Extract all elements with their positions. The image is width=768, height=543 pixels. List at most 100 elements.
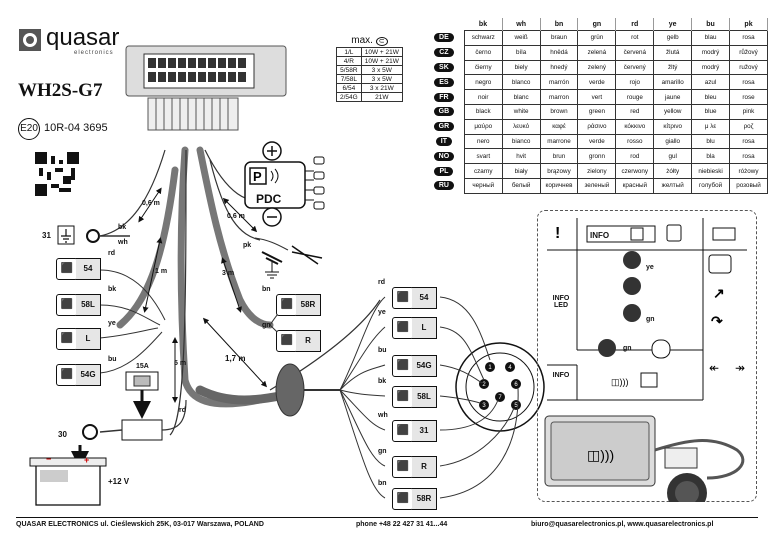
lamp-code: 54G	[76, 364, 101, 386]
distance-label: 0,6 m	[142, 200, 160, 207]
language-badge: SK	[434, 62, 454, 72]
grommet	[275, 363, 305, 417]
color-code-header: wh	[502, 18, 541, 31]
wire-color: bn	[262, 286, 271, 293]
language-badge: GR	[433, 122, 455, 132]
lamp-icon: ⬛	[56, 294, 78, 316]
wire-color: gn	[262, 322, 271, 329]
language-badge: GB	[433, 107, 455, 117]
color-code-header: pk	[729, 18, 768, 31]
table-cell: красный	[615, 177, 655, 194]
lamp-code: 58R	[412, 488, 437, 510]
brand-name: quasar	[46, 24, 120, 51]
battery: − +	[29, 445, 107, 506]
wire-color: bn	[378, 480, 387, 487]
svg-text:◫))): ◫)))	[611, 377, 629, 387]
approval-number: 10R-04 3695	[44, 122, 108, 134]
language-badge: NO	[433, 151, 455, 161]
lamp-code: 54	[412, 287, 437, 309]
wire-color: wh	[378, 412, 388, 419]
svg-text:↞: ↞	[709, 361, 719, 375]
color-code-header: bu	[691, 18, 731, 31]
svg-text:2: 2	[482, 382, 486, 388]
table-cell: коричнев	[539, 177, 579, 194]
pdc-label: PDC	[256, 192, 282, 206]
info-panel	[537, 210, 757, 502]
table-cell: čierny	[463, 59, 503, 76]
ground-connection	[57, 225, 130, 245]
lamp-icon: ⬛	[392, 355, 414, 377]
table-cell: зеленый	[577, 177, 617, 194]
wire-label: rd	[179, 407, 186, 414]
svg-text:1: 1	[488, 365, 492, 371]
wire-color: rd	[108, 250, 115, 257]
brand-sub: electronics	[74, 50, 114, 56]
qr-code-icon	[35, 152, 79, 196]
bulb-icon: ⊂	[375, 36, 388, 46]
wire-color: gn	[378, 448, 387, 455]
table-cell: белый	[501, 177, 541, 194]
lamp-code: 58L	[76, 294, 101, 316]
lamp-code: 54	[76, 258, 101, 280]
lamp-code: L	[412, 317, 437, 339]
lamp-icon: ⬛	[392, 488, 414, 510]
approval-mark: E20 10R-04 3695	[18, 118, 108, 140]
lamp-code: R	[296, 330, 321, 352]
model-name: WH2S-G7	[18, 80, 103, 101]
svg-text:◫))): ◫)))	[587, 447, 614, 463]
language-badge: PL	[434, 166, 454, 176]
lamp-icon: ⬛	[392, 386, 414, 408]
wire-label: pk	[243, 242, 252, 249]
e-mark: E20	[18, 118, 40, 140]
wire-color: ye	[378, 309, 386, 316]
svg-text:4: 4	[508, 365, 512, 371]
svg-text:7: 7	[498, 395, 502, 401]
lamp-connection: ⬛31 wh	[378, 412, 438, 442]
footer-phone: phone +48 22 427 31 41...44	[356, 521, 448, 528]
wire-clamp-icon	[254, 237, 323, 279]
svg-text:P: P	[253, 169, 262, 184]
wire-color: bu	[108, 356, 117, 363]
svg-text:6: 6	[514, 382, 518, 388]
fuse	[82, 371, 187, 441]
logo-icon	[19, 29, 41, 51]
table-cell: черный	[463, 177, 503, 194]
language-badge: IT	[435, 136, 453, 146]
distance-label: 1 m	[155, 268, 168, 275]
led-indicators	[598, 251, 641, 357]
language-badge: FR	[434, 92, 454, 102]
footer-company: QUASAR ELECTRONICS ul. Cieślewskich 25K,…	[16, 521, 264, 528]
led-color-label: ye	[646, 264, 654, 271]
table-cell: rot	[615, 30, 655, 46]
distance-label: 5 m	[174, 360, 187, 367]
language-badge: RU	[433, 181, 454, 191]
lamp-code: 31	[412, 420, 437, 442]
info-sound-label: INFO	[552, 372, 570, 379]
lamp-icon: ⬛	[56, 258, 78, 280]
wire-color: bu	[378, 347, 387, 354]
wire-color: bk	[378, 378, 387, 385]
svg-text:!: !	[555, 225, 560, 242]
svg-text:+: +	[84, 455, 89, 465]
svg-text:3: 3	[482, 403, 486, 409]
ground-label: 31	[42, 231, 51, 240]
language-badge: CZ	[434, 48, 454, 58]
lamp-icon: ⬛	[392, 420, 414, 442]
lamp-code: R	[412, 456, 437, 478]
color-code-header: ye	[653, 18, 693, 31]
distance-label: 0,6 m	[227, 213, 245, 220]
language-badge: DE	[434, 33, 454, 43]
led-color-label: gn	[646, 316, 655, 323]
